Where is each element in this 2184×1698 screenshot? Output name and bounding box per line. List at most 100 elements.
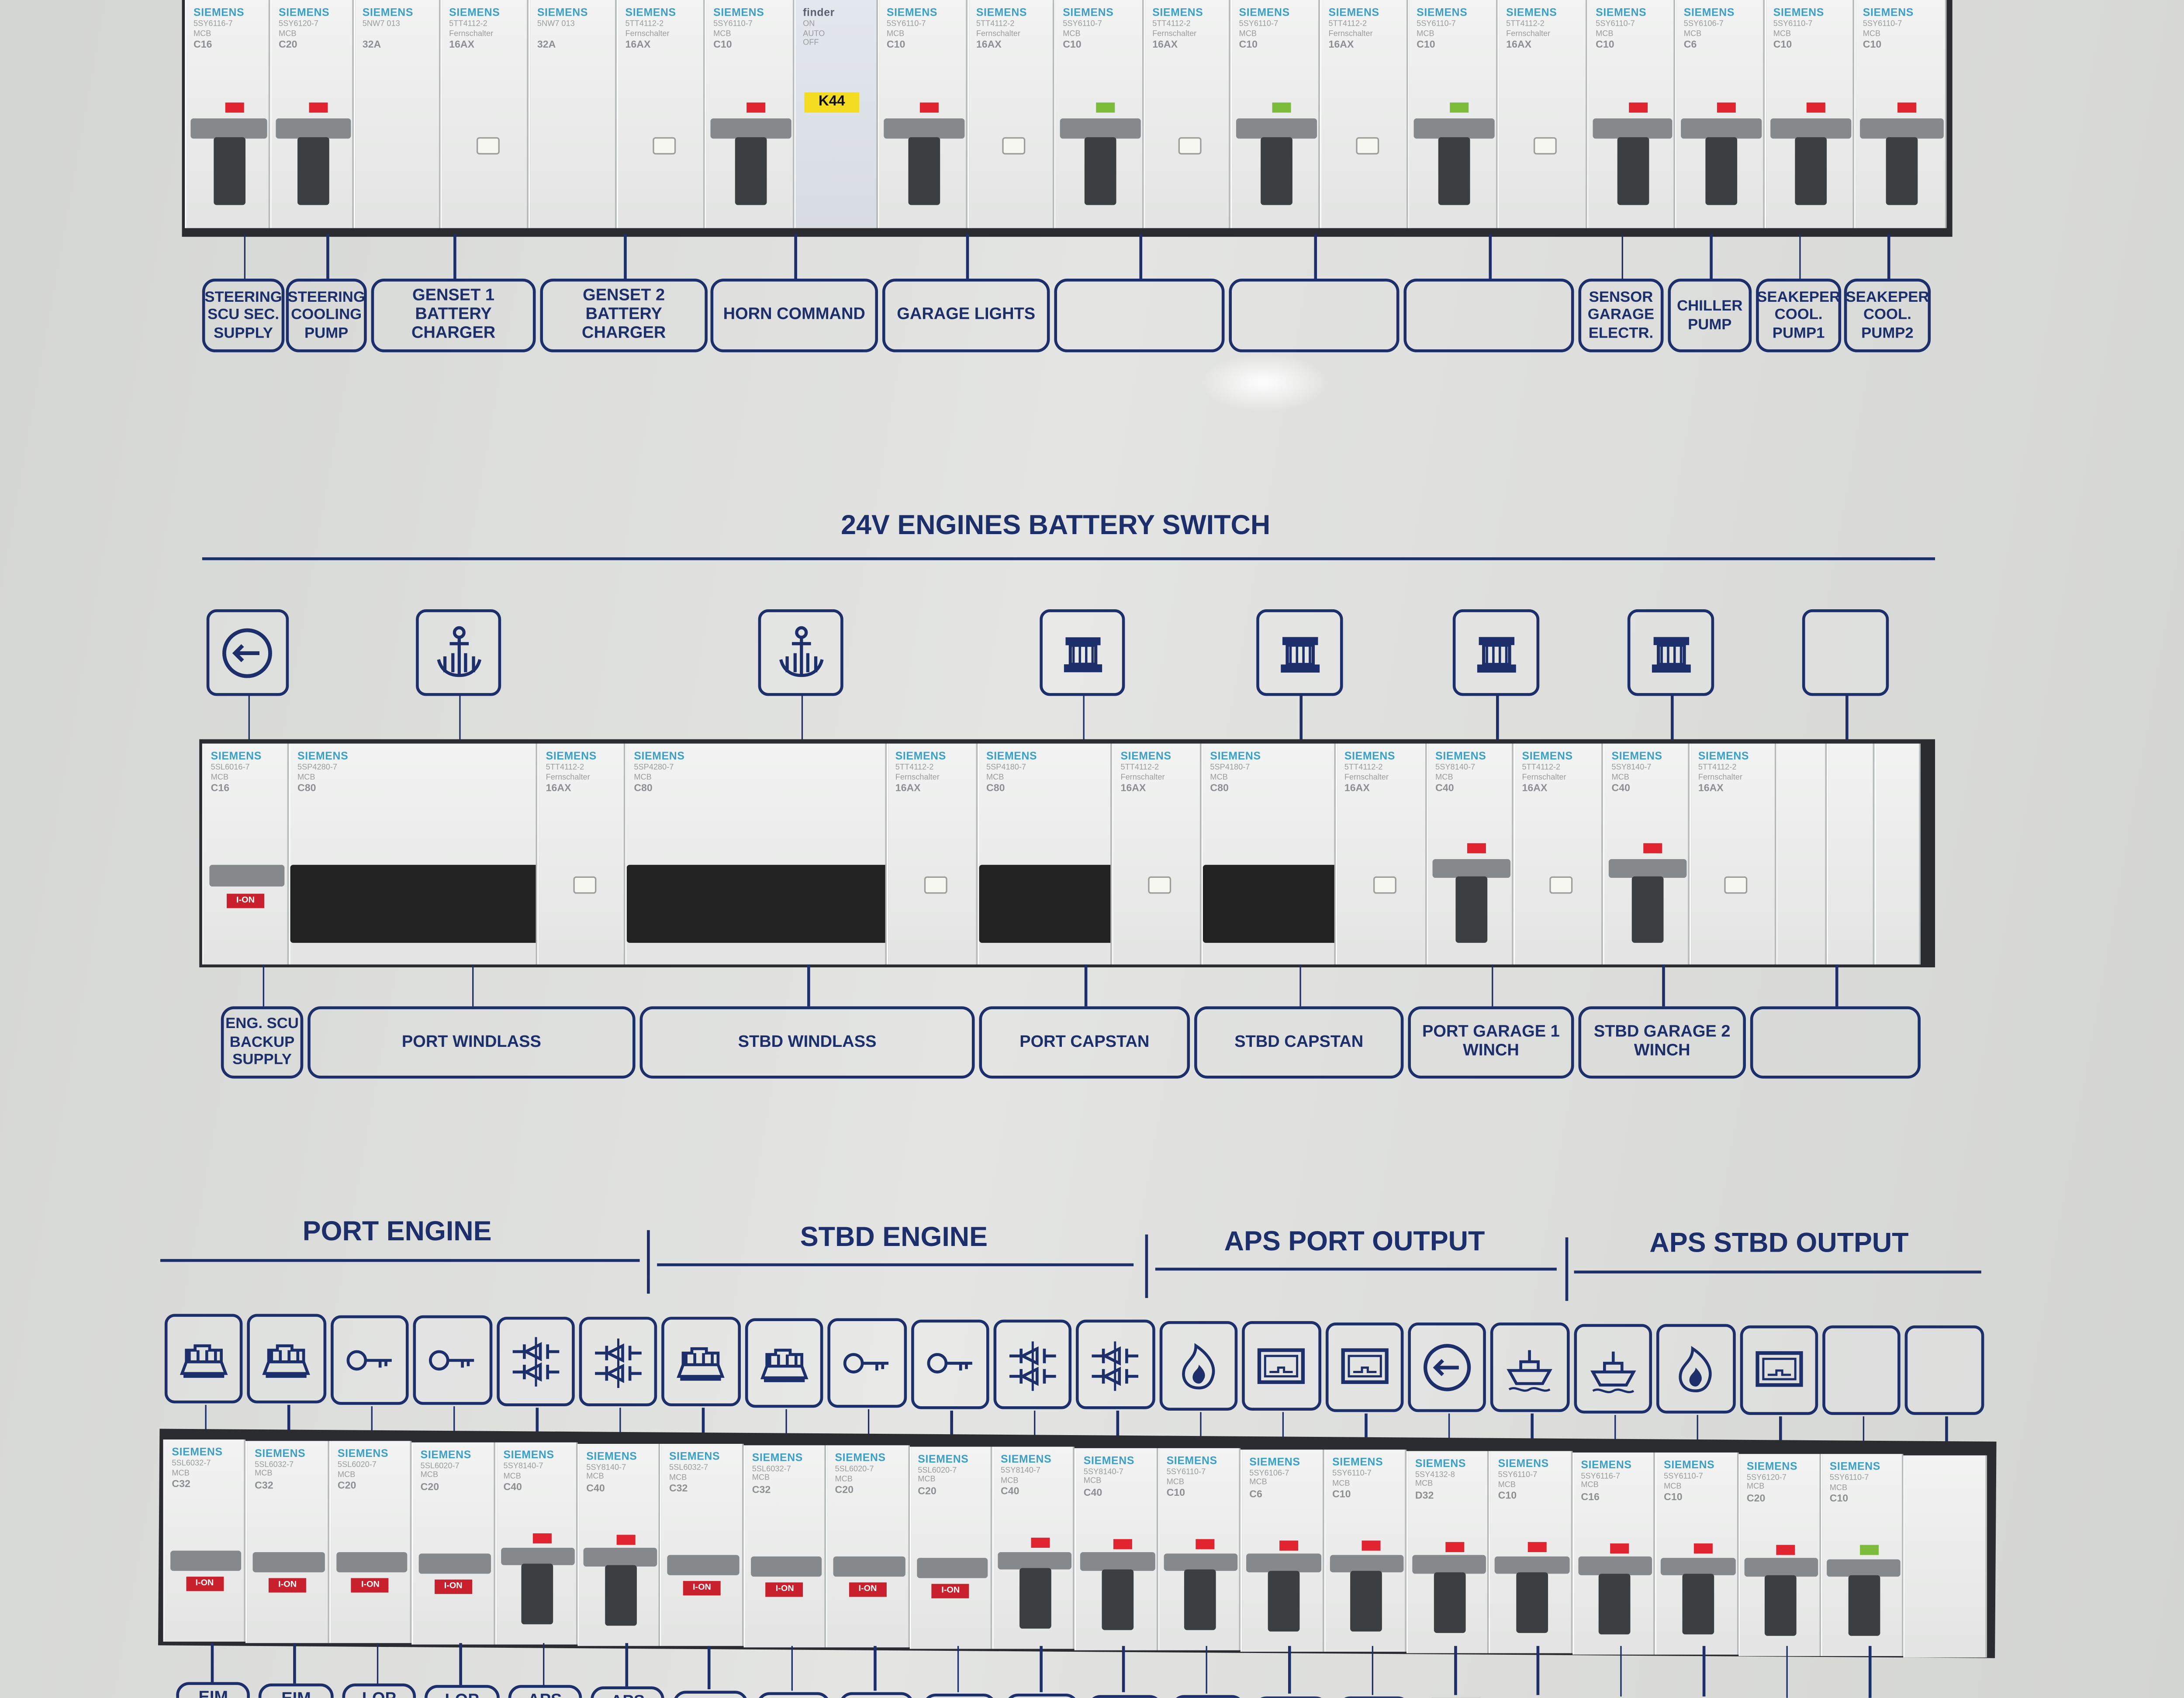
toggle-lever-top[interactable] [1827, 1559, 1901, 1577]
toggle-lever-top[interactable] [190, 118, 267, 139]
toggle-lever-top[interactable] [1681, 118, 1762, 139]
toggle-lever-top[interactable] [1060, 118, 1141, 139]
toggle-lever-top[interactable] [1432, 858, 1511, 879]
toggle-lever[interactable] [1599, 1573, 1631, 1634]
toggle-lever[interactable] [916, 1557, 988, 1577]
toggle-lever-top[interactable] [884, 118, 965, 139]
switch-paddle[interactable] [1148, 876, 1171, 894]
toggle-lever[interactable] [336, 1552, 408, 1573]
toggle-lever-top[interactable] [1246, 1554, 1321, 1572]
toggle-lever-top[interactable] [1163, 1553, 1238, 1572]
switch-paddle[interactable] [1002, 137, 1026, 155]
toggle-lever[interactable] [297, 137, 329, 206]
switch-paddle[interactable] [572, 876, 596, 894]
toggle-lever-top[interactable] [1413, 118, 1495, 139]
toggle-lever[interactable] [213, 137, 245, 206]
toggle-lever[interactable] [1019, 1568, 1051, 1629]
toggle-lever[interactable] [253, 1551, 325, 1572]
switch-paddle[interactable] [1178, 137, 1202, 155]
switch-paddle[interactable] [1355, 137, 1379, 155]
switch-paddle[interactable] [476, 137, 499, 155]
toggle-lever[interactable] [209, 865, 285, 887]
toggle-lever-top[interactable] [583, 1548, 658, 1567]
switch-paddle[interactable] [1372, 876, 1396, 894]
toggle-lever-top[interactable] [1329, 1554, 1404, 1573]
toggle-bar[interactable] [290, 865, 536, 942]
toggle-lever-top[interactable] [1236, 118, 1317, 139]
switch-paddle[interactable] [1549, 876, 1573, 894]
toggle-lever-top[interactable] [1770, 118, 1852, 139]
toggle-lever[interactable] [1102, 1568, 1134, 1629]
toggle-lever[interactable] [170, 1550, 242, 1571]
toggle-lever[interactable] [1185, 1569, 1217, 1630]
switch-paddle[interactable] [1724, 876, 1748, 894]
toggle-lever-top[interactable] [500, 1547, 575, 1566]
switch-paddle[interactable] [923, 876, 947, 894]
toggle-lever[interactable] [1516, 1572, 1548, 1633]
toggle-lever[interactable] [1795, 137, 1827, 206]
switch-paddle[interactable] [652, 137, 675, 155]
toggle-lever[interactable] [1084, 137, 1116, 206]
toggle-lever[interactable] [735, 137, 767, 206]
toggle-lever-top[interactable] [1495, 1556, 1569, 1574]
toggle-bar[interactable] [626, 865, 885, 942]
toggle-lever[interactable] [1433, 1571, 1465, 1632]
toggle-lever[interactable] [833, 1556, 905, 1577]
toggle-lever[interactable] [1682, 1574, 1714, 1635]
toggle-lever[interactable] [1631, 876, 1664, 942]
toggle-lever-top[interactable] [998, 1552, 1072, 1570]
toggle-bar[interactable] [979, 865, 1111, 942]
toggle-bar[interactable] [1203, 865, 1334, 942]
toggle-lever[interactable] [1351, 1570, 1382, 1632]
toggle-lever[interactable] [1261, 137, 1292, 206]
toggle-lever-top[interactable] [1661, 1557, 1735, 1576]
toggle-lever[interactable] [1438, 137, 1470, 206]
toggle-lever-top[interactable] [1608, 858, 1687, 879]
toggle-lever-top[interactable] [276, 118, 351, 139]
toggle-lever-top[interactable] [1593, 118, 1673, 139]
toggle-lever[interactable] [522, 1563, 554, 1625]
switch-paddle[interactable] [1533, 137, 1557, 155]
toggle-lever[interactable] [750, 1556, 822, 1576]
toggle-lever[interactable] [1848, 1575, 1880, 1636]
toggle-lever[interactable] [1765, 1574, 1797, 1636]
toggle-lever[interactable] [1617, 137, 1648, 206]
toggle-lever-top[interactable] [1081, 1552, 1155, 1571]
toggle-lever[interactable] [1886, 137, 1918, 206]
